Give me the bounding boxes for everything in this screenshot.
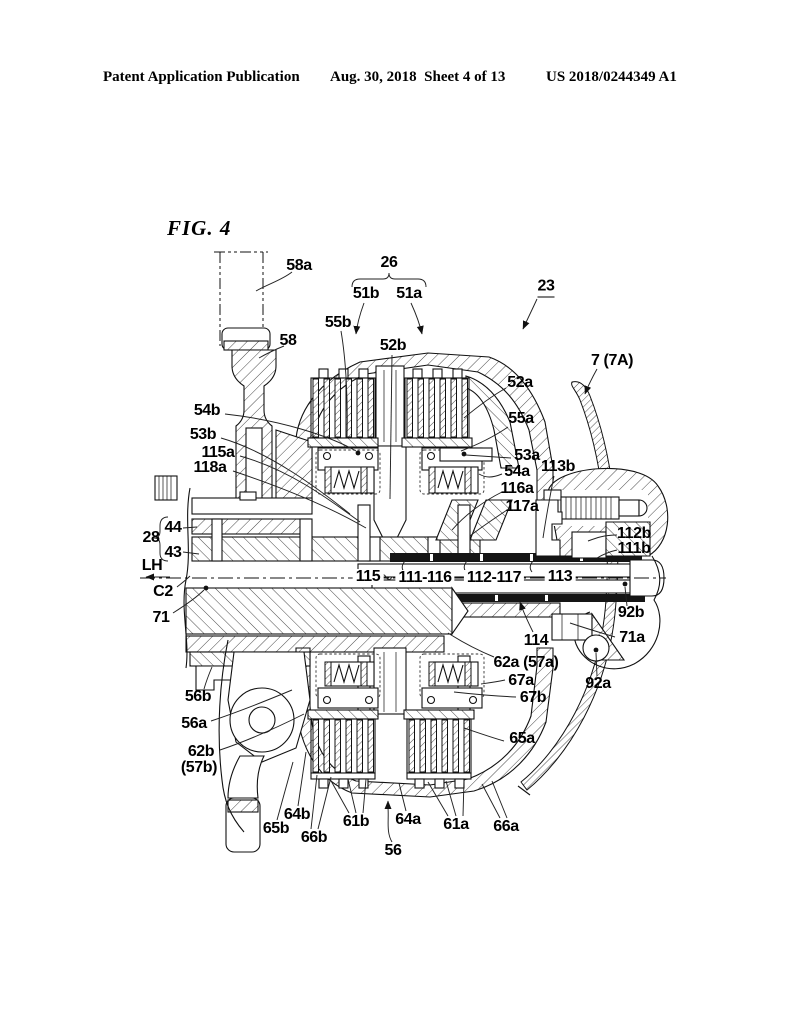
ref-label-65a: 65a	[509, 730, 535, 747]
upper-clutch-pack-right	[401, 368, 473, 448]
ref-label-55a: 55a	[508, 410, 534, 427]
ref-label-26: 26	[380, 254, 398, 271]
ref-label-67b: 67b	[519, 689, 547, 706]
ref-label-64a: 64a	[395, 811, 421, 828]
ref-label-56a: 56a	[181, 715, 207, 732]
header-date-sheet: Aug. 30, 2018 Sheet 4 of 13	[330, 69, 506, 85]
ref-label-71a: 71a	[619, 629, 645, 646]
ref-label-115a: 115a	[201, 444, 235, 461]
ref-label-28: 28	[142, 529, 160, 546]
ref-label-51b: 51b	[352, 285, 380, 302]
ref-label-LH: LH	[141, 557, 163, 574]
ref-label-58a: 58a	[286, 257, 312, 274]
ref-label-53b: 53b	[189, 426, 217, 443]
lever-7A	[517, 381, 619, 796]
ref-label-52b: 52b	[379, 337, 407, 354]
ref-label-67a: 67a	[508, 672, 534, 689]
ref-label-92b: 92b	[617, 604, 645, 621]
ref-label-61a: 61a	[443, 816, 469, 833]
ref-label-43: 43	[164, 544, 182, 561]
leader-lines	[145, 271, 628, 843]
ref-label-55b: 55b	[324, 314, 352, 331]
ref-label-53a: 53a	[514, 447, 540, 464]
ref-label-51a: 51a	[396, 285, 422, 302]
ref-label-92a: 92a	[585, 675, 611, 692]
ref-label-62b: 62b	[187, 743, 215, 760]
ref-label-111-116: 111-116	[395, 570, 455, 586]
ref-label-66a: 66a	[493, 818, 519, 835]
lower-clutch-pack-right	[403, 709, 475, 789]
ref-label-57b: (57b)	[180, 759, 218, 776]
ref-label-113: 113	[544, 569, 576, 585]
ref-label-44: 44	[164, 519, 182, 536]
ref-label-116a: 116a	[500, 480, 534, 497]
input-pipe-58a	[214, 251, 277, 506]
lower-clutch-pack-left	[307, 709, 379, 789]
ref-label-65b: 65b	[262, 820, 290, 837]
ref-label-118a: 118a	[193, 459, 227, 476]
ref-label-115: 115	[352, 569, 384, 585]
ref-label-113b: 113b	[541, 458, 575, 475]
ref-label-112b: 112b	[617, 525, 651, 542]
ref-label-54a: 54a	[504, 463, 530, 480]
ref-label-71: 71	[152, 609, 170, 626]
lower-spring-assemblies	[315, 653, 485, 709]
ref-label-C2: C2	[153, 583, 173, 600]
ref-label-112-117: 112-117	[463, 570, 525, 586]
ref-label-54b: 54b	[193, 402, 221, 419]
ref-label-62a-57a: 62a (57a)	[493, 654, 559, 671]
main-shaft-assembly	[185, 553, 665, 653]
header-publication: Patent Application Publication	[103, 69, 300, 85]
ref-label-23: 23	[537, 278, 555, 298]
figure-title: FIG. 4	[167, 216, 232, 240]
ref-label-56: 56	[384, 842, 402, 859]
crank-bearing	[189, 639, 311, 853]
ref-label-58: 58	[279, 332, 297, 349]
ref-label-66b: 66b	[300, 829, 328, 846]
upper-center-column	[373, 365, 407, 541]
ref-label-117a: 117a	[505, 498, 539, 515]
ref-label-111b: 111b	[617, 540, 651, 557]
upper-clutch-pack-left	[307, 368, 379, 448]
right-cover-assembly	[535, 467, 669, 670]
ref-label-64b: 64b	[283, 806, 311, 823]
ref-label-7-7A: 7 (7A)	[590, 352, 634, 369]
upper-spring-assemblies	[315, 447, 493, 495]
header-patent-number: US 2018/0244349 A1	[546, 69, 677, 85]
ref-label-61b: 61b	[342, 813, 370, 830]
ref-label-56b: 56b	[184, 688, 212, 705]
ref-label-114: 114	[523, 632, 549, 649]
ref-label-52a: 52a	[507, 374, 533, 391]
